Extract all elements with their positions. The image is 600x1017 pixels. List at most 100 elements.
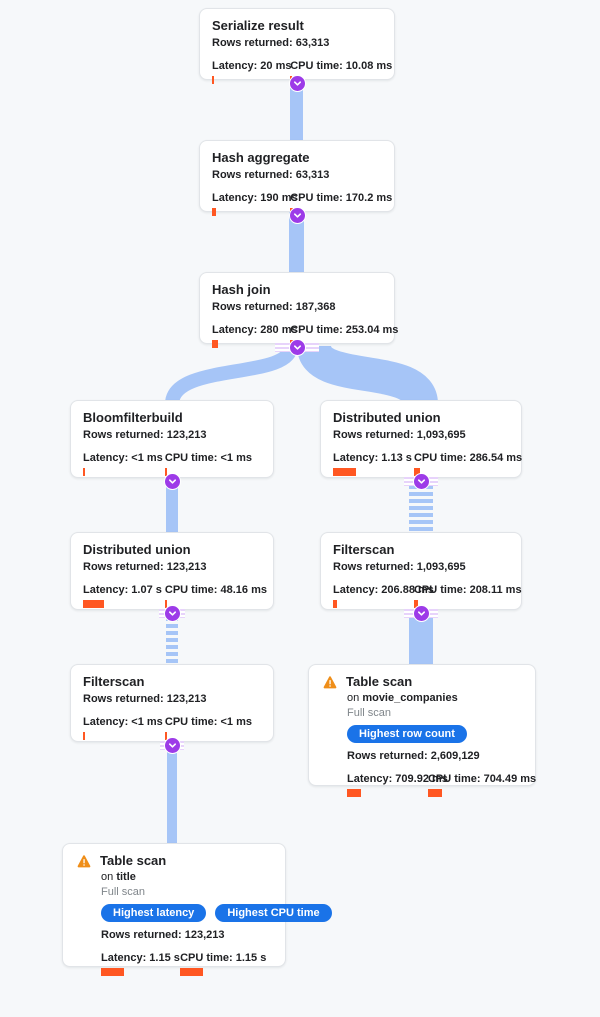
cpu-label: CPU time: 170.2 ms <box>290 192 393 204</box>
cpu-label: CPU time: 48.16 ms <box>164 584 267 596</box>
rows-returned: Rows returned: 1,093,695 <box>333 561 466 573</box>
latency-label: Latency: 206.88 ms <box>333 584 434 596</box>
rows-returned: Rows returned: 123,213 <box>101 929 225 941</box>
metrics-row: Latency: 1.15 s CPU time: 1.15 s <box>101 952 273 976</box>
edge-distributed-union-left-to-filterscan-left <box>166 610 178 664</box>
plan-node-filterscan-left[interactable]: Filterscan Rows returned: 123,213 Latenc… <box>70 664 274 742</box>
edge-hashjoin-to-bloomfilterbuild <box>165 344 298 406</box>
latency-metric: Latency: 1.07 s <box>83 584 165 608</box>
cpu-bar <box>164 732 167 740</box>
node-header: Filterscan <box>83 674 261 690</box>
warning-icon <box>323 675 337 689</box>
node-body: on movie_companies Full scan Highest row… <box>321 691 537 797</box>
latency-bar <box>83 600 104 608</box>
collapse-button-distributed-union-right[interactable] <box>412 472 430 490</box>
metrics-row: Latency: 206.88 ms CPU time: 208.11 ms <box>333 584 522 608</box>
collapse-button-distributed-union-left[interactable] <box>163 604 181 622</box>
latency-metric: Latency: 20 ms <box>212 60 292 84</box>
collapse-button-hash-aggregate[interactable] <box>288 206 306 224</box>
plan-node-bloomfilterbuild[interactable]: Bloomfilterbuild Rows returned: 123,213 … <box>70 400 274 478</box>
node-header: Hash join <box>212 282 382 298</box>
collapse-button-bloomfilterbuild[interactable] <box>163 472 181 490</box>
collapse-button-filterscan-left[interactable] <box>163 736 181 754</box>
node-header: Bloomfilterbuild <box>83 410 261 426</box>
node-header: Distributed union <box>83 542 261 558</box>
edge-hashjoin-to-distributed-union <box>297 342 438 408</box>
latency-bar <box>333 468 356 476</box>
latency-label: Latency: 1.07 s <box>83 584 162 596</box>
cpu-bar <box>180 968 204 976</box>
node-title: Distributed union <box>333 410 441 425</box>
rows-returned: Rows returned: 123,213 <box>83 429 207 441</box>
cpu-bar <box>413 600 418 608</box>
latency-metric: Latency: 190 ms <box>212 192 298 216</box>
node-title: Table scan <box>100 853 167 868</box>
badge: Highest latency <box>101 904 207 922</box>
cpu-label: CPU time: 704.49 ms <box>427 773 537 785</box>
node-body: Rows returned: 63,313 Latency: 190 ms CP… <box>212 168 393 216</box>
node-header: Filterscan <box>333 542 509 558</box>
plan-node-distributed-union-left[interactable]: Distributed union Rows returned: 123,213… <box>70 532 274 610</box>
edge-bloomfilterbuild-to-distributed-union-left <box>166 478 178 532</box>
node-body: on title Full scan Highest latency Highes… <box>75 870 332 976</box>
cpu-label: CPU time: <1 ms <box>164 452 252 464</box>
latency-label: Latency: <1 ms <box>83 716 163 728</box>
plan-node-table-scan-movie-companies[interactable]: Table scan on movie_companies Full scan … <box>308 664 536 797</box>
node-body: Rows returned: 123,213 Latency: <1 ms CP… <box>83 692 261 740</box>
node-header: Distributed union <box>333 410 509 426</box>
node-body: Rows returned: 187,368 Latency: 280 ms C… <box>212 300 399 348</box>
metrics-row: Latency: 190 ms CPU time: 170.2 ms <box>212 192 393 216</box>
plan-node-hash-join[interactable]: Hash join Rows returned: 187,368 Latency… <box>199 272 398 348</box>
rows-returned: Rows returned: 63,313 <box>212 37 330 49</box>
latency-bar <box>347 789 361 797</box>
plan-node-table-scan-title[interactable]: Table scan on title Full scan Highest la… <box>62 843 332 976</box>
edge-hash-aggregate-to-hash-join <box>289 212 304 272</box>
cpu-label: CPU time: 253.04 ms <box>290 324 399 336</box>
cpu-bar <box>164 468 167 476</box>
badge-row: Highest row count <box>347 725 523 743</box>
warning-icon <box>77 854 91 868</box>
node-header: Table scan <box>321 674 523 690</box>
node-title: Hash aggregate <box>212 150 310 165</box>
latency-label: Latency: <1 ms <box>83 452 163 464</box>
cpu-metric: CPU time: 48.16 ms <box>164 584 267 608</box>
latency-label: Latency: 20 ms <box>212 60 292 72</box>
cpu-metric: CPU time: 1.15 s <box>180 952 273 976</box>
latency-label: Latency: 709.92 ms <box>347 773 448 785</box>
edge-filterscan-left-to-table-scan-title <box>167 742 177 843</box>
plan-node-distributed-union-right[interactable]: Distributed union Rows returned: 1,093,6… <box>320 400 522 478</box>
node-header: Hash aggregate <box>212 150 382 166</box>
badge: Highest CPU time <box>215 904 332 922</box>
plan-node-serialize-result[interactable]: Serialize result Rows returned: 63,313 L… <box>199 8 395 84</box>
node-title: Filterscan <box>333 542 395 557</box>
latency-bar <box>212 208 216 216</box>
on-prefix: on <box>347 692 360 704</box>
latency-bar <box>101 968 124 976</box>
latency-metric: Latency: 1.13 s <box>333 452 414 476</box>
table-name: title <box>116 871 136 883</box>
latency-metric: Latency: <1 ms <box>83 452 165 476</box>
edge-serialize-result-to-hash-aggregate <box>290 80 303 140</box>
node-table-line: on title <box>101 870 273 885</box>
node-title: Distributed union <box>83 542 191 557</box>
collapse-button-filterscan-right[interactable] <box>412 604 430 622</box>
plan-node-filterscan-right[interactable]: Filterscan Rows returned: 1,093,695 Late… <box>320 532 522 610</box>
scan-type-label: Full scan <box>101 886 146 898</box>
plan-node-hash-aggregate[interactable]: Hash aggregate Rows returned: 63,313 Lat… <box>199 140 395 216</box>
node-body: Rows returned: 1,093,695 Latency: 1.13 s… <box>333 428 522 476</box>
rows-returned: Rows returned: 187,368 <box>212 301 336 313</box>
latency-metric: Latency: 206.88 ms <box>333 584 434 608</box>
cpu-bar <box>164 600 167 608</box>
metrics-row: Latency: 1.13 s CPU time: 286.54 ms <box>333 452 522 476</box>
badge: Highest row count <box>347 725 467 743</box>
scan-type-label: Full scan <box>347 707 392 719</box>
latency-bar <box>83 468 85 476</box>
collapse-button-serialize-result[interactable] <box>288 74 306 92</box>
latency-metric: Latency: 1.15 s <box>101 952 180 976</box>
node-body: Rows returned: 123,213 Latency: 1.07 s C… <box>83 560 267 608</box>
collapse-button-hash-join[interactable] <box>288 338 306 356</box>
metrics-row: Latency: 280 ms CPU time: 253.04 ms <box>212 324 399 348</box>
latency-bar <box>212 340 218 348</box>
